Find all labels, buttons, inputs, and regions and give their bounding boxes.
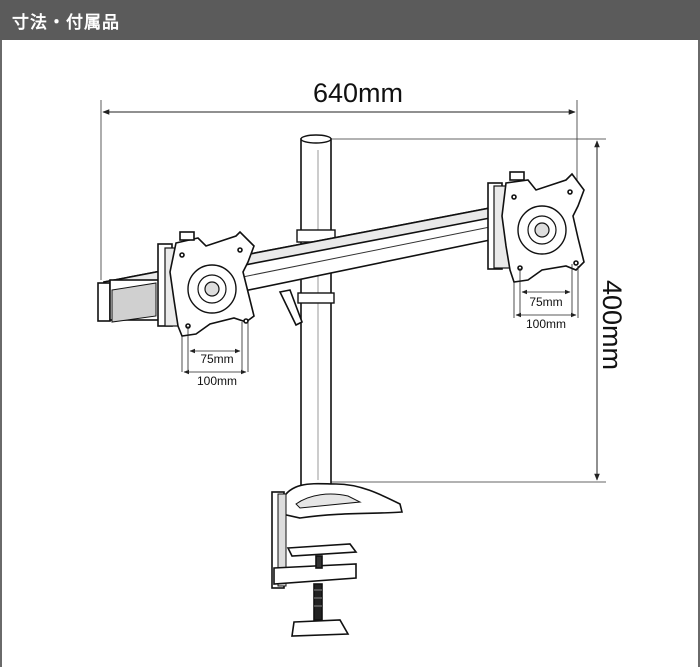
right-vesa-75-label: 75mm bbox=[529, 295, 562, 309]
section-title: 寸法・付属品 bbox=[12, 13, 120, 32]
width-label: 640mm bbox=[313, 78, 403, 108]
left-vesa-75-label: 75mm bbox=[200, 352, 233, 366]
pole bbox=[296, 134, 336, 490]
left-vesa-dims bbox=[181, 322, 249, 375]
right-vesa-plate bbox=[487, 171, 585, 283]
left-vesa-plate bbox=[157, 230, 255, 337]
desk-clamp bbox=[271, 482, 404, 637]
left-frame-border bbox=[0, 40, 2, 667]
width-dimension: 640mm bbox=[100, 78, 578, 280]
dimension-diagram: 640mm 400mm bbox=[97, 78, 627, 637]
crossbar bbox=[97, 207, 491, 327]
right-vesa-dims bbox=[513, 264, 579, 318]
left-vesa-100-label: 100mm bbox=[197, 374, 237, 388]
section-header: 寸法・付属品 bbox=[0, 0, 700, 40]
height-label: 400mm bbox=[597, 280, 627, 370]
height-dimension: 400mm bbox=[318, 138, 627, 483]
right-frame-border bbox=[698, 40, 700, 667]
right-vesa-100-label: 100mm bbox=[526, 317, 566, 331]
